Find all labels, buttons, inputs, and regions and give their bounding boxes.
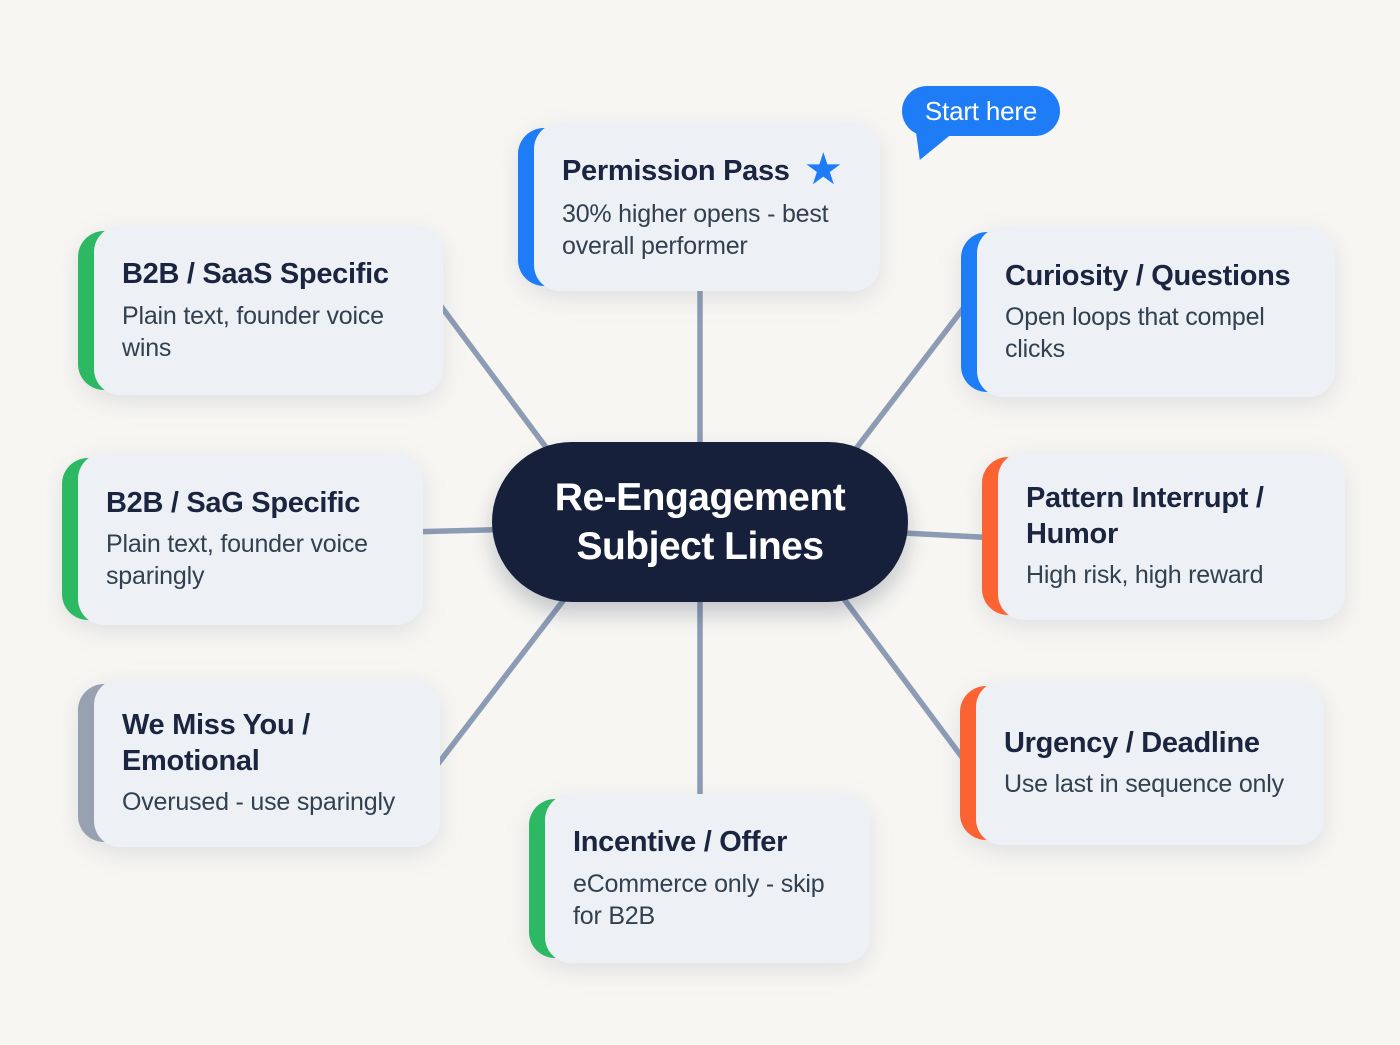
node-title: Curiosity / Questions [1005, 259, 1291, 292]
node-subtitle: eCommerce only - skip for B2B [573, 869, 825, 930]
node-title: Urgency / Deadline [1004, 726, 1260, 759]
node-title: We Miss You / Emotional [122, 709, 310, 777]
node-subtitle: 30% higher opens - best overall performe… [562, 200, 829, 261]
center-title-line1: Re-Engagement [554, 475, 846, 519]
node-card-incentive-offer: Incentive / Offer eCommerce only - skip … [529, 794, 870, 963]
node-title: Incentive / Offer [573, 826, 788, 859]
node-card-urgency-deadline: Urgency / Deadline Use last in sequence … [960, 681, 1324, 845]
start-here-label: Start here [924, 95, 1038, 126]
node-title: Permission Pass [562, 154, 790, 187]
node-subtitle: Open loops that compel clicks [1005, 303, 1265, 364]
node-subtitle: Plain text, founder voice sparingly [106, 530, 368, 591]
node-card-permission-pass: Permission Pass ★ 30% higher opens - bes… [518, 123, 880, 291]
node-title: Pattern Interrupt / Humor [1026, 482, 1264, 550]
star-icon: ★ [803, 144, 844, 194]
node-title: B2B / SaG Specific [106, 486, 361, 519]
node-subtitle: High risk, high reward [1026, 560, 1264, 589]
node-card-curiosity-questions: Curiosity / Questions Open loops that co… [961, 227, 1335, 397]
center-node: Re-Engagement Subject Lines [492, 442, 908, 602]
node-card-b2b-saas-specific: B2B / SaaS Specific Plain text, founder … [78, 226, 443, 395]
node-subtitle: Use last in sequence only [1004, 770, 1284, 799]
center-title-line2: Subject Lines [576, 525, 824, 568]
node-card-pattern-interrupt-humor: Pattern Interrupt / Humor High risk, hig… [982, 452, 1345, 620]
node-subtitle: Plain text, founder voice wins [122, 301, 384, 362]
node-subtitle: Overused - use sparingly [122, 787, 396, 816]
node-card-b2b-sag-specific: B2B / SaG Specific Plain text, founder v… [62, 453, 423, 625]
node-card-we-miss-you-emotional: We Miss You / Emotional Overused - use s… [78, 679, 440, 847]
start-here-badge: Start here [902, 86, 1060, 160]
node-title: B2B / SaaS Specific [122, 258, 389, 291]
